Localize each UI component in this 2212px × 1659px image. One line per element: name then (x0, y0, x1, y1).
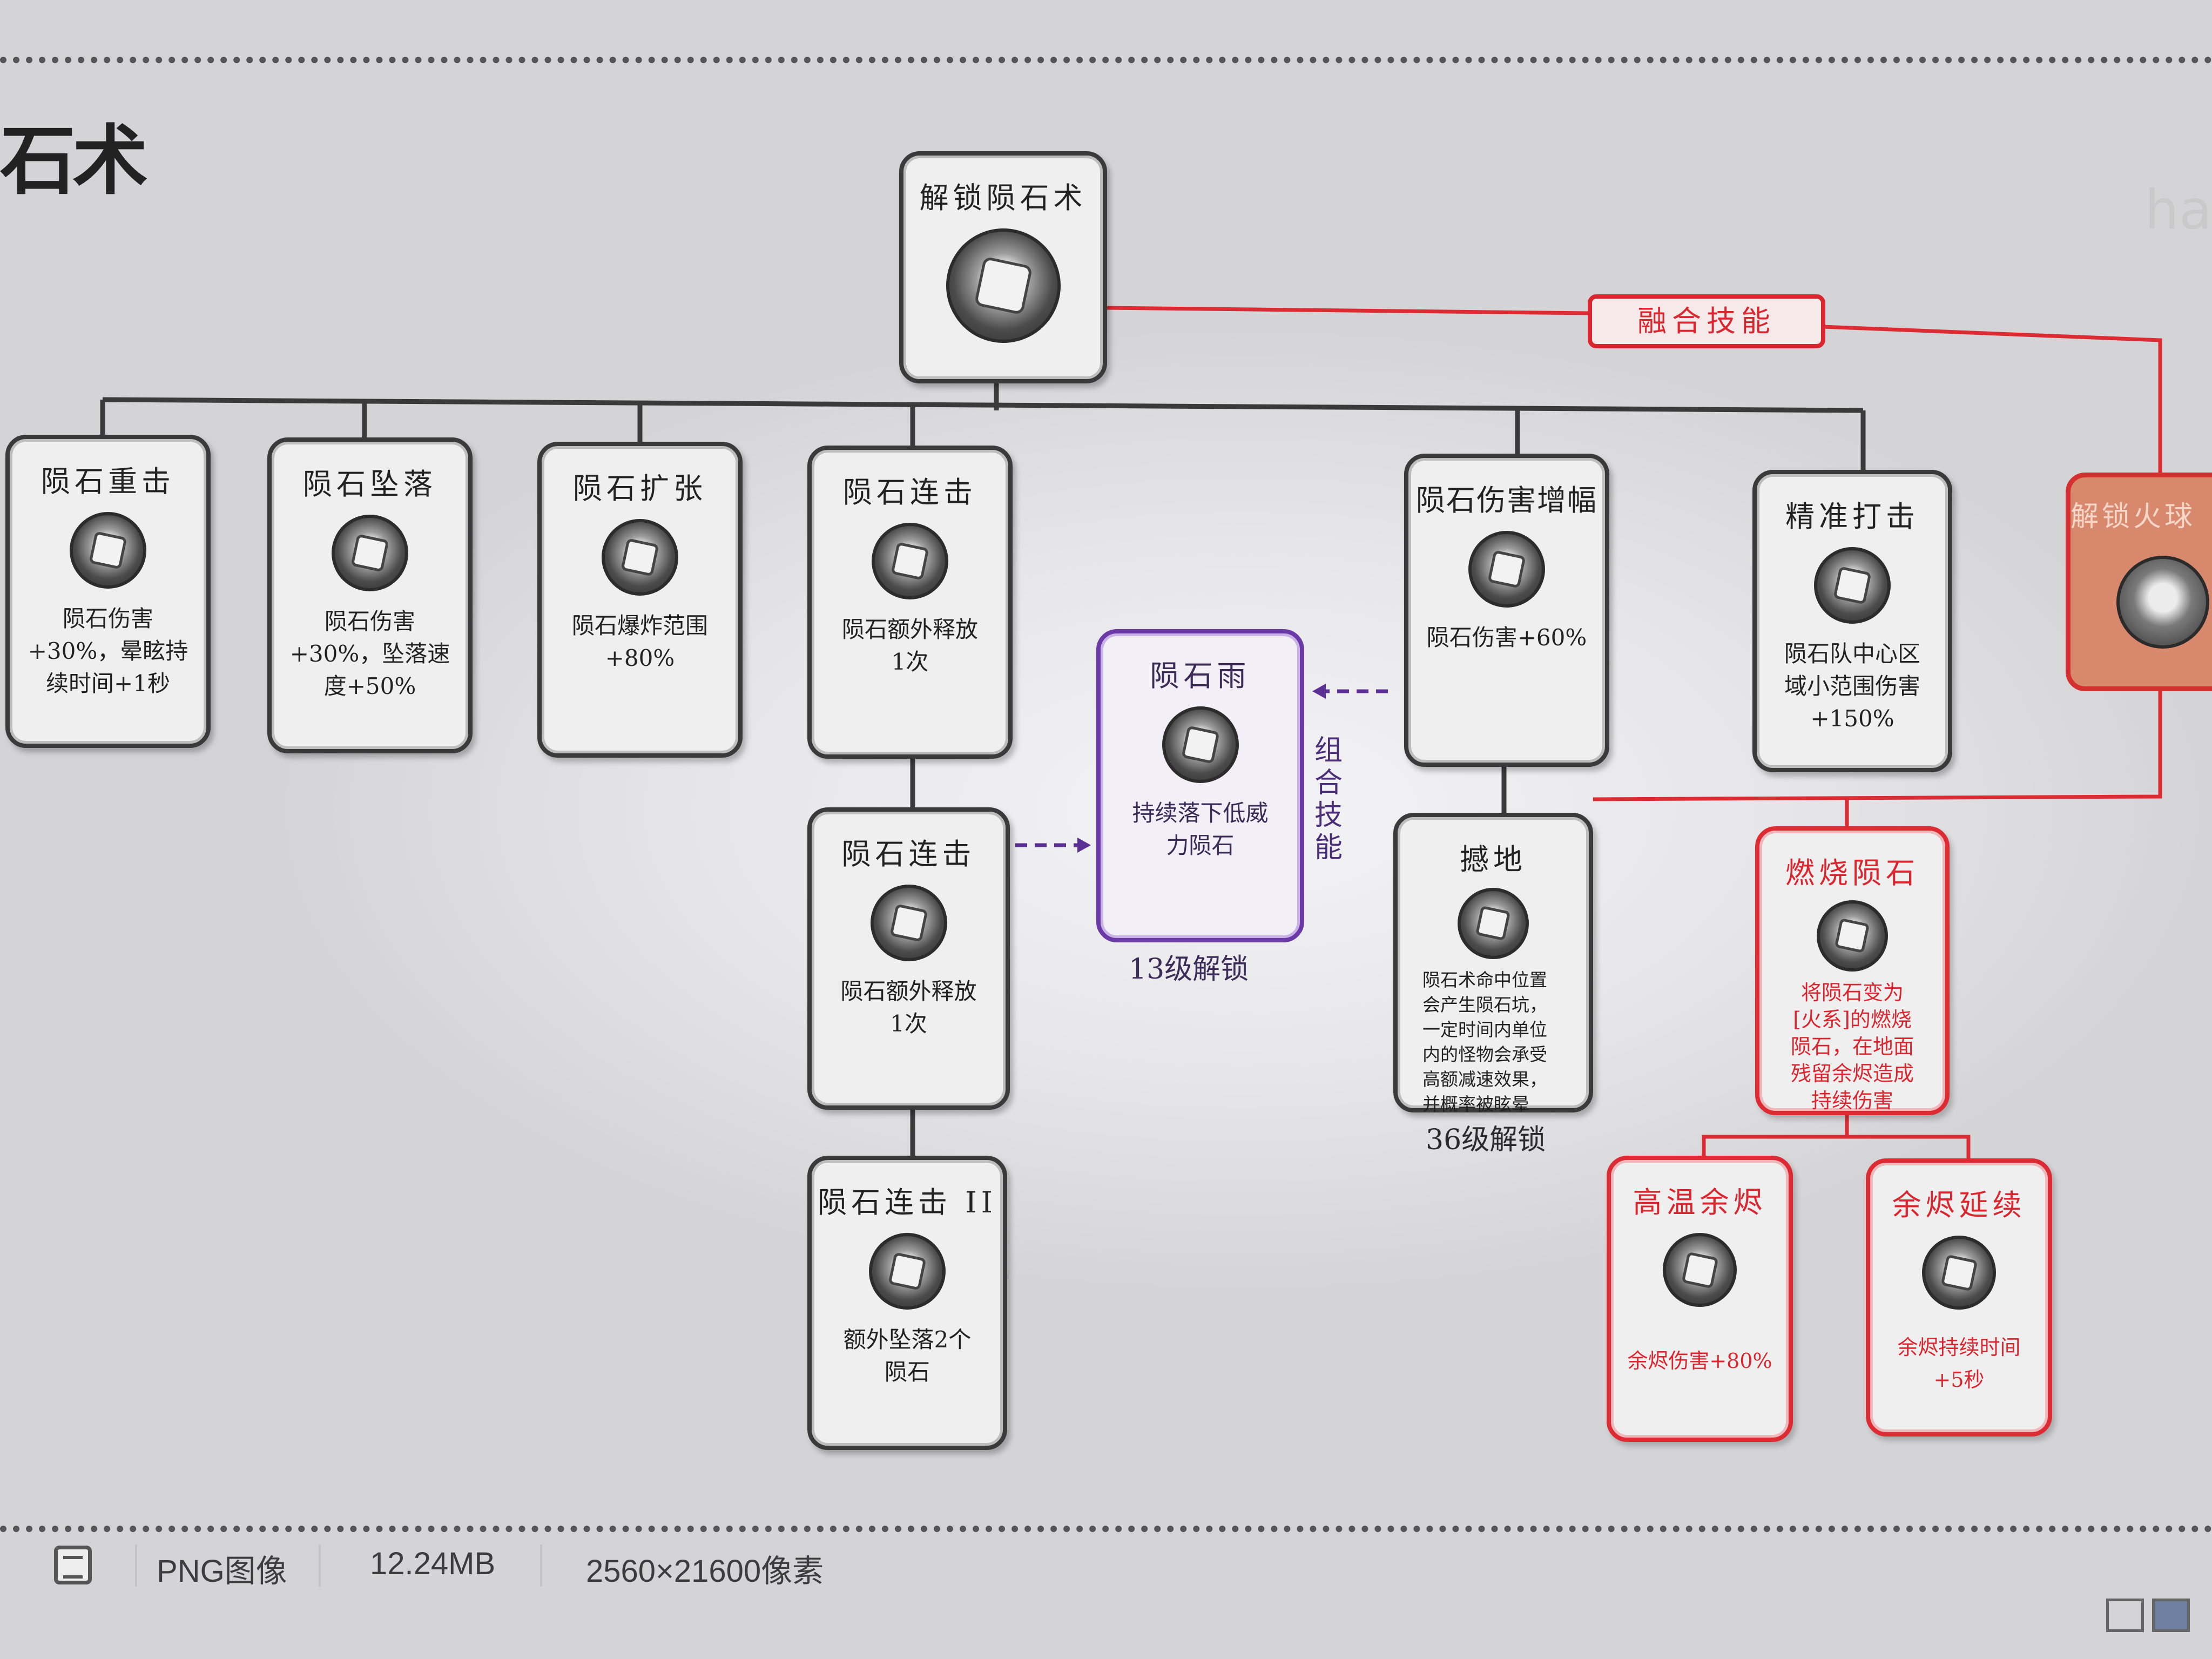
file-type: PNG图像 (157, 1554, 287, 1589)
skill-card-meteor-expand[interactable]: 陨石扩张 陨石爆炸范围 +80% (537, 442, 743, 758)
meteor-icon (1817, 900, 1888, 972)
skill-name: 陨石连击 II (818, 1185, 997, 1219)
skill-card-meteor-combo-2[interactable]: 陨石连击 陨石额外释放 1次 (807, 807, 1010, 1110)
root-skill-card[interactable]: 解锁陨石术 (899, 151, 1107, 383)
skill-name: 陨石扩张 (573, 471, 707, 505)
bottom-dotted-divider (0, 1526, 2212, 1532)
unlock-fireball-card[interactable]: 解锁火球 (2066, 473, 2212, 691)
statusbar-separator (540, 1545, 542, 1587)
image-viewer-statusbar (0, 1531, 2212, 1659)
skill-name: 陨石雨 (1150, 659, 1251, 693)
skill-desc: 陨石队中心区 域小范围伤害 +150% (1784, 640, 1920, 732)
skill-name: 陨石重击 (41, 464, 175, 498)
meteor-icon (1663, 1233, 1737, 1307)
skill-name: 燃烧陨石 (1785, 856, 1919, 890)
fusion-card-ember-extend[interactable]: 余烬延续 余烬持续时间 +5秒 (1866, 1158, 2052, 1437)
meteor-rain-unlock-level: 13级解锁 (1129, 953, 1249, 986)
skill-desc: 陨石爆炸范围 +80% (571, 612, 708, 671)
skill-name: 陨石连击 (841, 837, 976, 871)
skill-desc: 余烬持续时间 +5秒 (1897, 1336, 2021, 1392)
list-view-icon[interactable] (2106, 1599, 2144, 1632)
skill-card-quake[interactable]: 撼地 陨石术命中位置 会产生陨石坑， 一定时间内单位 内的怪物会承受 高额减速效… (1393, 813, 1593, 1115)
skill-desc: 陨石术命中位置 会产生陨石坑， 一定时间内单位 内的怪物会承受 高额减速效果， … (1422, 969, 1547, 1115)
image-dimensions: 2560×21600像素 (586, 1554, 824, 1589)
skill-name: 解锁火球 (2071, 501, 2196, 533)
detail-view-icon[interactable] (2152, 1599, 2190, 1632)
meteor-icon (1468, 531, 1545, 608)
meteor-icon (332, 515, 408, 591)
meteor-icon (870, 885, 947, 961)
top-dotted-divider (0, 57, 2212, 63)
skill-card-meteor-combo-ii[interactable]: 陨石连击 II 额外坠落2个 陨石 (807, 1156, 1007, 1450)
file-size: 12.24MB (370, 1546, 496, 1581)
skill-card-precision-strike[interactable]: 精准打击 陨石队中心区 域小范围伤害 +150% (1752, 470, 1952, 772)
skill-card-meteor-combo[interactable]: 陨石连击 陨石额外释放 1次 (807, 446, 1013, 759)
skill-desc: 陨石伤害 +30%，晕眩持 续时间+1秒 (28, 605, 188, 697)
meteor-icon (1162, 706, 1239, 783)
skill-name: 陨石坠落 (303, 467, 437, 501)
skill-desc: 持续落下低威 力陨石 (1132, 800, 1269, 859)
skill-name: 精准打击 (1785, 500, 1919, 534)
fireball-icon (2116, 556, 2209, 649)
skill-name: 余烬延续 (1892, 1188, 2026, 1222)
meteor-icon (70, 512, 146, 589)
skill-card-meteor-strike[interactable]: 陨石重击 陨石伤害 +30%，晕眩持 续时间+1秒 (5, 435, 211, 748)
meteor-icon (602, 519, 678, 596)
fusion-skill-label: 融合技能 (1588, 294, 1825, 348)
meteor-icon (946, 228, 1061, 343)
skill-card-meteor-damage-amp[interactable]: 陨石伤害增幅 陨石伤害+60% (1404, 454, 1609, 767)
root-skill-name: 解锁陨石术 (919, 181, 1087, 215)
skill-desc: 将陨石变为 [火系]的燃烧 陨石，在地面 残留余烬造成 持续伤害 (1790, 981, 1914, 1112)
skill-name: 撼地 (1460, 842, 1527, 876)
skill-name: 陨石伤害增幅 (1416, 483, 1597, 517)
statusbar-separator (135, 1545, 137, 1587)
page-title: 石术 (0, 117, 148, 205)
skill-desc: 陨石额外释放 1次 (841, 616, 978, 675)
skill-card-meteor-fall[interactable]: 陨石坠落 陨石伤害 +30%，坠落速 度+50% (267, 437, 473, 753)
skill-desc: 陨石伤害 +30%，坠落速 度+50% (289, 608, 450, 699)
skill-desc: 额外坠落2个 陨石 (843, 1326, 972, 1385)
skill-desc: 余烬伤害+80% (1627, 1349, 1772, 1373)
watermark: ha (2144, 178, 2212, 241)
skill-name: 高温余烬 (1633, 1185, 1767, 1219)
combo-skill-label: 组合技能 (1314, 734, 1343, 864)
skill-name: 陨石连击 (843, 475, 977, 509)
statusbar-separator (319, 1545, 321, 1587)
meteor-icon (1814, 547, 1891, 624)
skill-desc: 陨石伤害+60% (1426, 624, 1587, 651)
meteor-icon (869, 1233, 946, 1310)
image-file-icon[interactable] (54, 1546, 92, 1584)
meteor-icon (872, 523, 948, 599)
quake-unlock-level: 36级解锁 (1426, 1124, 1546, 1156)
meteor-icon (1922, 1236, 1996, 1310)
combo-skill-card-meteor-rain[interactable]: 陨石雨 持续落下低威 力陨石 (1096, 629, 1304, 942)
meteor-icon (1458, 888, 1529, 959)
fusion-card-burning-meteor[interactable]: 燃烧陨石 将陨石变为 [火系]的燃烧 陨石，在地面 残留余烬造成 持续伤害 (1755, 826, 1950, 1115)
fusion-card-high-temp-ember[interactable]: 高温余烬 余烬伤害+80% (1607, 1156, 1793, 1442)
skill-desc: 陨石额外释放 1次 (840, 978, 977, 1037)
